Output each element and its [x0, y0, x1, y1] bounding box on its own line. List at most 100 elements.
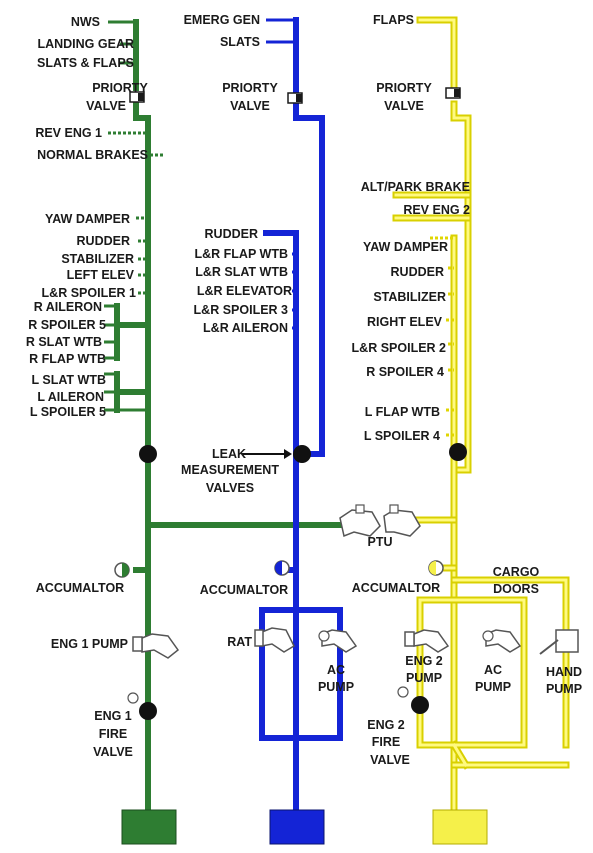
green-label-left-elev: LEFT ELEV [67, 268, 135, 282]
ptu-left-icon [339, 509, 381, 538]
green-leak-valve-icon [139, 445, 157, 463]
green-label-r-flap-wtb: R FLAP WTB [29, 352, 106, 366]
green-left-wing-ticks [104, 372, 148, 412]
yellow-label-stabilizer: STABILIZER [373, 290, 446, 304]
ptu-right-icon [383, 509, 421, 537]
blue-label-accumulator: ACCUMALTOR [200, 583, 288, 597]
yellow-label-rev-eng-2: REV ENG 2 [403, 203, 470, 217]
green-label-l-spoiler-5: L SPOILER 5 [30, 405, 106, 419]
green-label-rev-eng-1: REV ENG 1 [35, 126, 102, 140]
yellow-reservoir [432, 809, 488, 845]
green-label-yaw-damper: YAW DAMPER [45, 212, 130, 226]
hand-pump-lever-icon [539, 639, 559, 655]
green-label-fire-valve-3: VALVE [93, 745, 133, 759]
yellow-label-alt-park-brake: ALT/PARK BRAKE [361, 180, 470, 194]
green-label-landing-gear: LANDING GEAR [37, 37, 134, 51]
yellow-upper-fill [418, 18, 456, 90]
rat-mount [254, 629, 264, 647]
ptu-left-port [355, 504, 365, 514]
yellow-ac-pump-icon [485, 629, 522, 653]
green-label-r-spoiler-5: R SPOILER 5 [28, 318, 106, 332]
blue-main-line [293, 100, 325, 818]
green-label-l-slat-wtb: L SLAT WTB [31, 373, 106, 387]
rat-icon [261, 627, 295, 653]
ptu-unit: PTU [339, 504, 421, 549]
yellow-ac-pump-motor-icon [482, 630, 494, 642]
green-left-wing-bus [114, 371, 151, 413]
yellow-label-right-elev: RIGHT ELEV [367, 315, 443, 329]
blue-label-priority-2: VALVE [230, 99, 270, 113]
green-label-stabilizer: STABILIZER [61, 252, 134, 266]
yellow-label-lr-spoiler-2: L&R SPOILER 2 [352, 341, 447, 355]
yellow-main-fill [452, 102, 470, 472]
blue-leak-valve-icon [293, 445, 311, 463]
yellow-label-l-flap-wtb: L FLAP WTB [365, 405, 440, 419]
yellow-label-r-spoiler-4: R SPOILER 4 [366, 365, 444, 379]
eng1-fire-valve-motor-icon [127, 692, 139, 704]
eng2-fire-valve-motor-icon [397, 686, 409, 698]
leak-arrow-head [284, 449, 292, 459]
yellow-label-priority-1: PRIORTY [376, 81, 432, 95]
green-label-r-aileron: R AILERON [34, 300, 102, 314]
yellow-label-l-spoiler-4: L SPOILER 4 [364, 429, 440, 443]
yellow-leak-valve-icon [449, 443, 467, 461]
yellow-fc-ticks [430, 236, 454, 437]
leak-label-1: LEAK [212, 447, 246, 461]
green-label-fire-valve-1: ENG 1 [94, 709, 132, 723]
blue-label-emerg-gen: EMERG GEN [184, 13, 260, 27]
green-label-priority-2: VALVE [86, 99, 126, 113]
blue-label-slats: SLATS [220, 35, 260, 49]
blue-fc-line [263, 230, 299, 457]
green-label-slats-flaps: SLATS & FLAPS [37, 56, 134, 70]
green-label-lr-spoiler-1: L&R SPOILER 1 [42, 286, 137, 300]
yellow-system: FLAPS PRIORTY VALVE ALT/PARK BRAKE REV E… [352, 13, 582, 845]
yellow-label-eng2-pump-2: PUMP [406, 671, 442, 685]
yellow-label-fire-valve-1: ENG 2 [367, 718, 405, 732]
blue-ac-pump-icon [321, 629, 358, 653]
green-label-l-aileron: L AILERON [37, 390, 104, 404]
hand-pump-icon [555, 629, 579, 653]
blue-pump-loop [259, 607, 343, 741]
yellow-mid-fill [394, 193, 470, 220]
blue-label-rat: RAT [227, 635, 252, 649]
yellow-label-fire-valve-2: FIRE [372, 735, 400, 749]
eng1-pump-icon [141, 633, 180, 659]
green-label-fire-valve-2: FIRE [99, 727, 127, 741]
eng1-fire-valve-icon [139, 702, 157, 720]
blue-label-ac-pump-1: AC [327, 663, 345, 677]
eng2-pump-mount [404, 631, 415, 647]
yellow-label-fire-valve-3: VALVE [370, 753, 410, 767]
ptu-right-port [389, 504, 399, 514]
green-fc-ticks [136, 216, 148, 295]
blue-priority-valve-core [296, 94, 302, 102]
blue-label-slat-wtb: L&R SLAT WTB [195, 265, 288, 279]
blue-label-flap-wtb: L&R FLAP WTB [194, 247, 288, 261]
green-label-nws: NWS [71, 15, 100, 29]
leak-label-2: MEASUREMENT [181, 463, 279, 477]
yellow-accumulator-fill [429, 561, 436, 575]
yellow-label-eng2-pump-1: ENG 2 [405, 654, 443, 668]
green-main-line [133, 97, 151, 818]
blue-label-priority-1: PRIORTY [222, 81, 278, 95]
green-label-priority-1: PRIORTY [92, 81, 148, 95]
blue-reservoir [269, 809, 325, 845]
blue-system: EMERG GEN SLATS PRIORTY VALVE RUDDER L&R… [181, 13, 358, 845]
blue-label-rudder: RUDDER [205, 227, 258, 241]
yellow-pump-fill [418, 566, 568, 768]
yellow-label-rudder: RUDDER [391, 265, 444, 279]
blue-label-spoiler-3: L&R SPOILER 3 [194, 303, 289, 317]
yellow-label-yaw-damper: YAW DAMPER [363, 240, 448, 254]
green-system: NWS LANDING GEAR SLATS & FLAPS PRIORTY V… [26, 15, 351, 845]
yellow-label-ac-pump-1: AC [484, 663, 502, 677]
green-reservoir [121, 809, 177, 845]
green-label-r-slat-wtb: R SLAT WTB [26, 335, 102, 349]
green-label-eng1-pump: ENG 1 PUMP [51, 637, 128, 651]
blue-label-ac-pump-2: PUMP [318, 680, 354, 694]
green-label-rudder: RUDDER [77, 234, 130, 248]
eng2-fire-valve-icon [411, 696, 429, 714]
hand-pump-label-1: HAND [546, 665, 582, 679]
cargo-doors-label-2: DOORS [493, 582, 539, 596]
green-label-normal-brakes: NORMAL BRAKES [37, 148, 148, 162]
green-label-accumulator: ACCUMALTOR [36, 581, 124, 595]
